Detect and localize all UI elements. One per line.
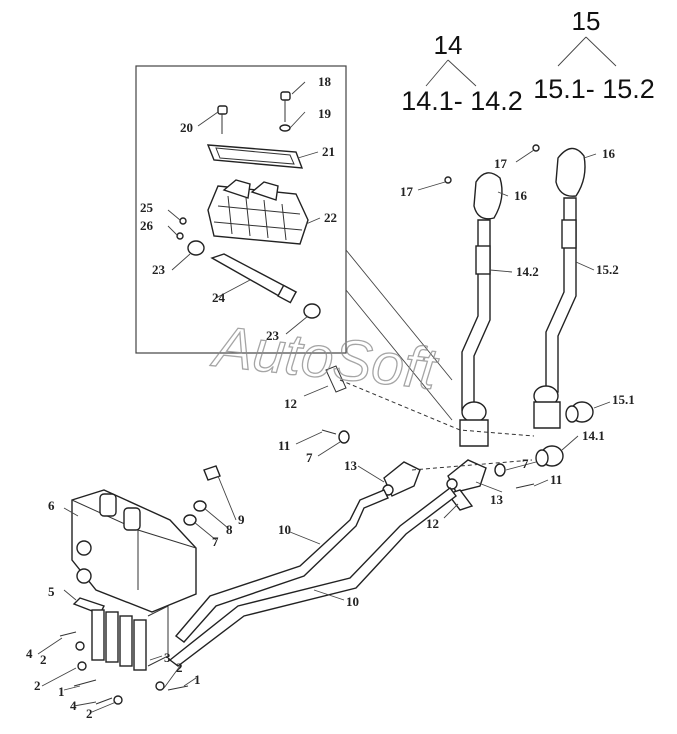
group-15-range: 15.1- 15.2 <box>533 74 655 104</box>
clevis-13-left <box>382 461 421 497</box>
washer-2-right <box>155 681 165 691</box>
callout-16-right: 16 <box>602 146 616 161</box>
callout-23-upper: 23 <box>152 262 166 277</box>
valve-block-6 <box>71 489 197 613</box>
callout-19: 19 <box>318 106 332 121</box>
callout-25: 25 <box>140 200 154 215</box>
group-15-number: 15 <box>572 6 601 36</box>
callout-2-right: 2 <box>176 660 183 675</box>
washer-7-left <box>338 430 350 444</box>
pin-11-right <box>515 483 535 489</box>
pin-1-left <box>73 679 97 687</box>
washer-8 <box>193 500 207 512</box>
boot-cover-22 <box>207 179 309 245</box>
callout-17-left: 17 <box>400 184 414 199</box>
callout-11-right: 11 <box>550 472 562 487</box>
callout-2-left: 2 <box>34 678 41 693</box>
callout-9: 9 <box>238 512 245 527</box>
callout-12-lower: 12 <box>426 516 439 531</box>
callout-7-right: 7 <box>522 456 529 471</box>
screw-17-left <box>444 176 452 184</box>
callout-8: 8 <box>226 522 233 537</box>
callout-23-lower: 23 <box>266 328 280 343</box>
callout-14-1: 14.1 <box>582 428 605 443</box>
callout-10-lower: 10 <box>346 594 359 609</box>
callout-14-2: 14.2 <box>516 264 539 279</box>
detail-inset-frame <box>135 65 347 354</box>
axis-line-upper <box>339 379 535 437</box>
group-14-brace <box>425 59 477 87</box>
rod-10-upper <box>174 489 389 643</box>
clevis-13-right <box>446 459 487 493</box>
pin-1-right <box>167 685 189 691</box>
pin-4-upper <box>59 631 77 637</box>
callout-22: 22 <box>324 210 337 225</box>
o-ring-23-lower <box>303 303 321 319</box>
callout-1-left: 1 <box>58 684 65 699</box>
bolt-18 <box>279 91 291 132</box>
callout-7-left: 7 <box>306 450 313 465</box>
shaft-24 <box>210 253 298 304</box>
knob-16-left <box>473 172 503 220</box>
callout-13-right: 13 <box>490 492 504 507</box>
callout-16-left: 16 <box>514 188 528 203</box>
callout-2-lower: 2 <box>86 706 93 721</box>
pin-11-left <box>321 429 337 435</box>
group-15-heading: 15 15.1- 15.2 <box>533 6 655 104</box>
nut-20 <box>217 105 228 134</box>
group-14-heading: 14 14.1- 14.2 <box>401 30 523 116</box>
lever-14-2 <box>459 219 491 447</box>
inset-projection-lines <box>345 249 453 421</box>
washer-7-valve <box>183 514 197 526</box>
callout-3: 3 <box>164 650 171 665</box>
callout-26: 26 <box>140 218 154 233</box>
bushing-14-1 <box>535 445 564 467</box>
callout-10-upper: 10 <box>278 522 291 537</box>
washer-2-left <box>77 661 87 671</box>
callout-17-right: 17 <box>494 156 508 171</box>
callout-15-2: 15.2 <box>596 262 619 277</box>
watermark: AutoSoft <box>208 314 442 403</box>
callout-1-right: 1 <box>194 672 201 687</box>
rod-10-lower <box>168 487 457 667</box>
callout-15-1: 15.1 <box>612 392 635 407</box>
callout-21: 21 <box>322 144 335 159</box>
lever-15-2 <box>533 197 577 429</box>
washer-2-upper <box>75 641 85 651</box>
knob-16-right <box>555 147 586 197</box>
pin-4-lower <box>95 697 113 705</box>
callout-24: 24 <box>212 290 226 305</box>
washer-7-right <box>494 463 506 477</box>
bushing-15-1 <box>565 401 594 423</box>
pin-25-26 <box>176 217 187 240</box>
callout-7-valve: 7 <box>212 534 219 549</box>
callout-11-left: 11 <box>278 438 290 453</box>
callout-2-upper: 2 <box>40 652 47 667</box>
callout-20: 20 <box>180 120 193 135</box>
callout-18: 18 <box>318 74 332 89</box>
group-15-brace <box>557 36 617 67</box>
axis-line-lower <box>411 459 533 471</box>
screw-17-right <box>532 144 540 152</box>
pin-12-upper <box>325 365 347 393</box>
group-14-number: 14 <box>434 30 463 60</box>
callout-13-left: 13 <box>344 458 358 473</box>
callout-4-upper: 4 <box>26 646 33 661</box>
callout-12-upper: 12 <box>284 396 297 411</box>
callout-6: 6 <box>48 498 55 513</box>
nut-9 <box>203 465 221 481</box>
group-14-range: 14.1- 14.2 <box>401 86 523 116</box>
spool-ends-3 <box>91 605 169 671</box>
o-ring-23-upper <box>187 240 205 256</box>
callout-5: 5 <box>48 584 55 599</box>
callout-4-lower: 4 <box>70 698 77 713</box>
